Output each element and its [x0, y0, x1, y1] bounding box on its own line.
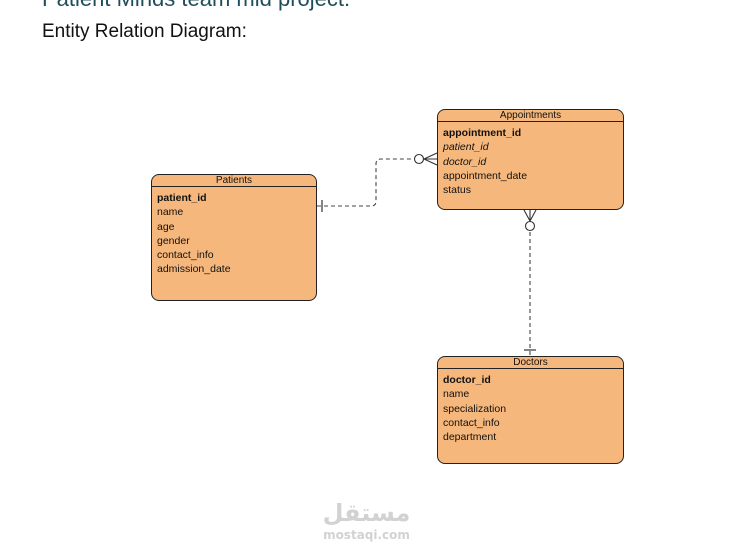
entity-field: doctor_id — [443, 374, 491, 386]
crowfoot-mark-appointments-bottom — [523, 209, 537, 223]
entity-field: doctor_id — [443, 155, 487, 168]
entity-field: patient_id — [157, 192, 207, 204]
entity-header-appointments: Appointments — [438, 110, 623, 122]
entity-field: department — [443, 431, 497, 444]
relationship-line-patients-appointments — [317, 158, 413, 207]
section-label: Entity Relation Diagram: — [42, 21, 247, 42]
entity-field: patient_id — [443, 141, 489, 154]
entity-field: appointment_id — [443, 127, 522, 139]
entity-field: appointment_date — [443, 169, 528, 182]
cardinality-zero-mark-appointments-left — [413, 153, 425, 165]
entity-field: contact_info — [157, 249, 214, 262]
watermark-url: mostaqi.com — [323, 528, 410, 542]
entity-field: gender — [157, 234, 190, 247]
entity-field: specialization — [443, 402, 507, 415]
entity-header-patients: Patients — [152, 175, 316, 187]
document-title: Patient Minds team mid project: — [42, 0, 350, 12]
entity-field: contact_info — [443, 416, 500, 429]
cardinality-zero-mark-appointments-bottom — [524, 220, 536, 232]
entity-field: name — [157, 206, 184, 219]
entity-field: admission_date — [157, 263, 231, 276]
entity-header-doctors: Doctors — [438, 357, 623, 369]
watermark-logo: مستقل — [322, 499, 411, 527]
entity-field: age — [157, 220, 175, 233]
entity-field: name — [443, 388, 470, 401]
entity-field: status — [443, 184, 472, 197]
crowfoot-mark-appointments-left — [422, 152, 438, 166]
